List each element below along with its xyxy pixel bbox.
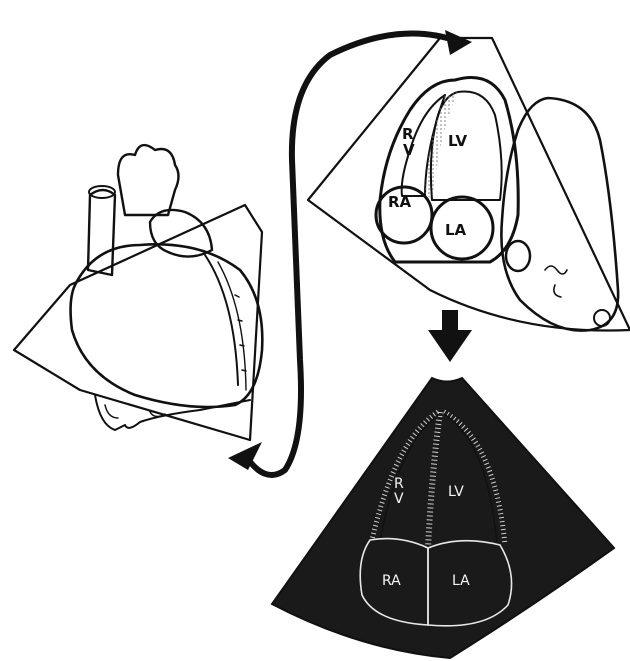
echo-label-rv-v: V: [394, 491, 404, 507]
section-label-lv: LV: [448, 132, 467, 150]
heart-ventricles: [71, 244, 263, 407]
echo-label-ra: RA: [382, 573, 401, 589]
arrowhead-top: [445, 30, 472, 55]
echo-label-la: LA: [452, 573, 470, 589]
echo-sector: [272, 378, 614, 658]
heart-with-imaging-plane: [14, 145, 262, 440]
section-plane: [308, 38, 630, 331]
section-label-la: LA: [445, 221, 467, 239]
section-label-rv-v: V: [403, 141, 415, 159]
sectioned-heart-view: R V LV RA LA: [308, 38, 630, 331]
section-label-ra: RA: [388, 193, 412, 211]
aorta: [118, 145, 179, 215]
echo-label-rv-r: R: [394, 476, 404, 492]
echo-image: R V LV RA LA: [272, 378, 614, 658]
down-arrow: [428, 310, 472, 362]
echo-label-lv: LV: [448, 484, 464, 500]
